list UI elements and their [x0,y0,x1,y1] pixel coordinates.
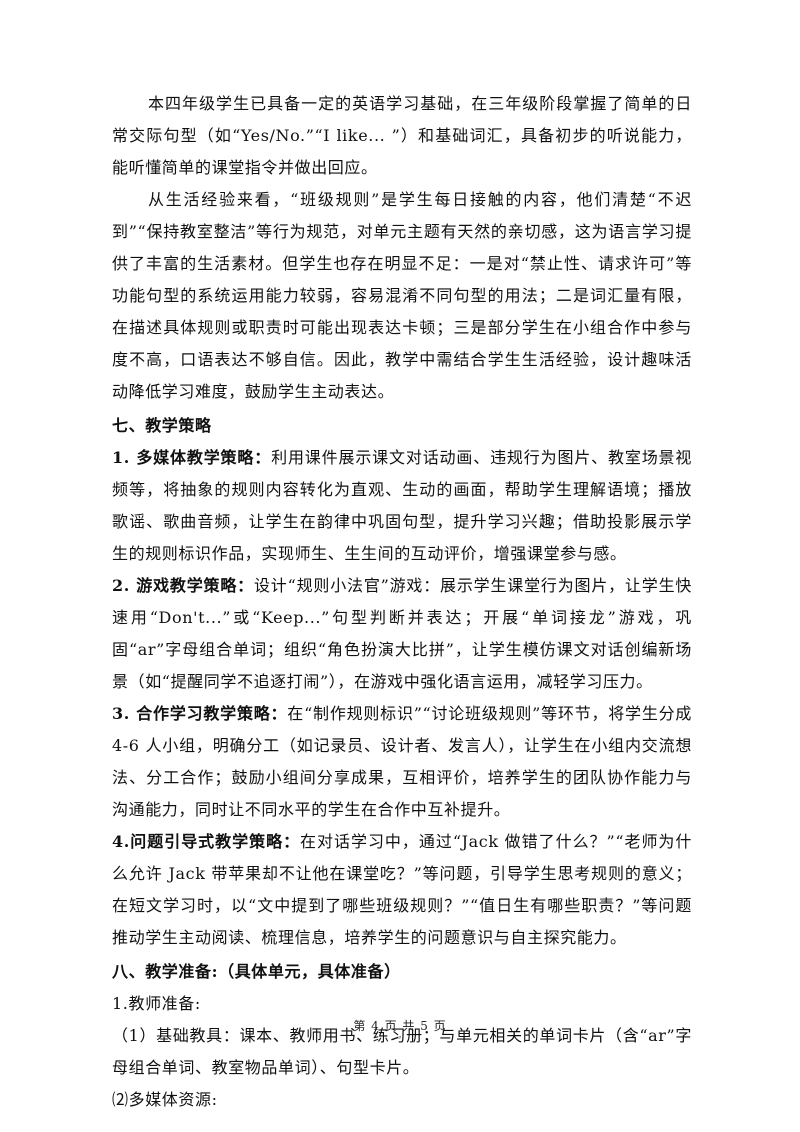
paragraph-student-foundation: 本四年级学生已具备一定的英语学习基础，在三年级阶段掌握了简单的日常交际句型（如“… [112,94,692,177]
strategy-text: 在对话学习中，通过“Jack 做错了什么？”“老师为什么允许 Jack 带苹果却… [112,832,693,947]
strategy-label: 2. 游戏教学策略： [112,576,254,595]
section-heading-teaching-strategies: 七、教学策略 [112,416,212,435]
strategy-item-cooperative: 3. 合作学习教学策略：在“制作规则标识”“讨论班级规则”等环节，将学生分成 4… [112,698,692,826]
strategy-item-game: 2. 游戏教学策略：设计“规则小法官”游戏：展示学生课堂行为图片，让学生快速用“… [112,570,692,698]
strategy-text: 设计“规则小法官”游戏：展示学生课堂行为图片，让学生快速用“Don't...”或… [112,576,693,691]
page-content: 本四年级学生已具备一定的英语学习基础，在三年级阶段掌握了简单的日常交际句型（如“… [112,88,692,1116]
strategy-item-multimedia: 1. 多媒体教学策略：利用课件展示课文对话动画、违规行为图片、教室场景视频等，将… [112,442,692,570]
strategy-label: 3. 合作学习教学策略： [112,704,288,723]
scan-dot [398,1036,401,1039]
strategy-text: 在“制作规则标识”“讨论班级规则”等环节，将学生分成 4-6 人小组，明确分工（… [112,704,692,819]
page-number-footer: 第 4 页 共 5 页 [353,1019,447,1033]
strategy-text: 利用课件展示课文对话动画、违规行为图片、教室场景视频等，将抽象的规则内容转化为直… [112,448,692,563]
strategy-item-question-guided: 4.问题引导式教学策略：在对话学习中，通过“Jack 做错了什么？”“老师为什么… [112,826,692,954]
paragraph-basic-aids: （1）基础教具：课本、教师用书、练习册；与单元相关的单词卡片（含“ar”字母组合… [112,1026,692,1077]
strategy-label: 4.问题引导式教学策略： [112,832,301,851]
paragraph-multimedia-resources: ⑵多媒体资源: [112,1090,218,1109]
paragraph-life-experience: 从生活经验来看，“班级规则”是学生每日接触的内容，他们清楚“不迟到”“保持教室整… [112,190,692,401]
section-heading-teaching-preparation: 八、教学准备:（具体单元，具体准备） [112,962,401,981]
strategy-label: 1. 多媒体教学策略： [112,448,272,467]
subheading-teacher-preparation: 1.教师准备: [112,994,201,1013]
